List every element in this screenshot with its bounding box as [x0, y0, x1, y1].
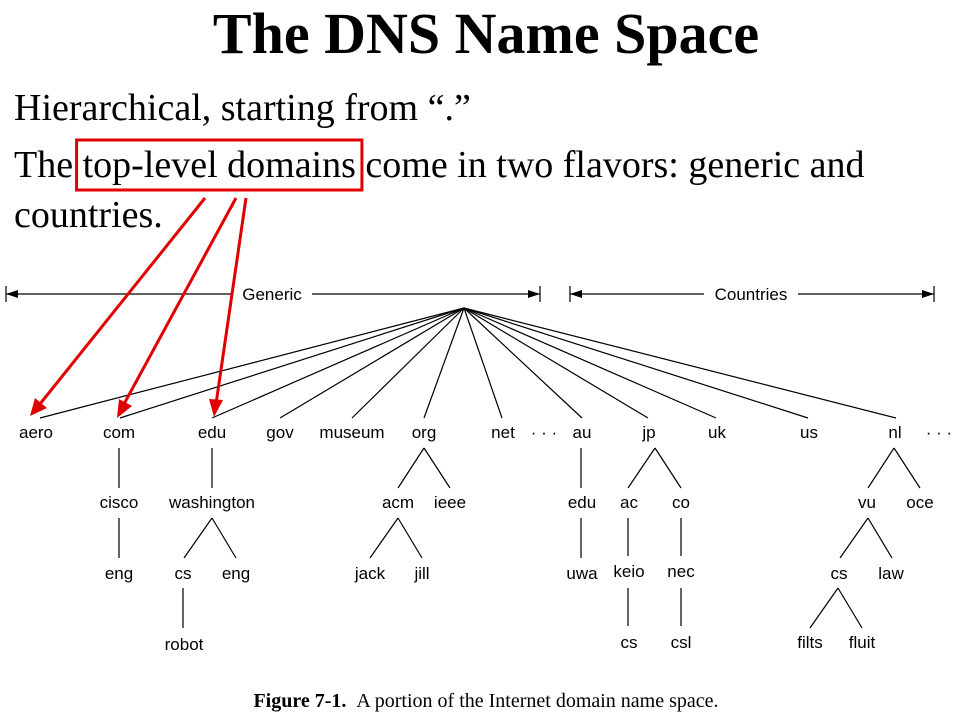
- group-label-generic: Generic: [242, 285, 302, 304]
- node-washington: washington: [168, 493, 255, 512]
- tree-nodes: aero com edu gov museum org net · · · au…: [19, 423, 952, 654]
- edge-vu-cs: [839, 517, 869, 559]
- edge-root-au: [463, 307, 583, 419]
- node-eng-com: eng: [105, 564, 133, 583]
- node-cs-jp: cs: [621, 633, 638, 652]
- node-nec: nec: [667, 562, 695, 581]
- countries-arrow-right: [922, 290, 934, 298]
- edge-root-org: [423, 307, 465, 419]
- generic-arrow-right: [528, 290, 540, 298]
- node-cisco: cisco: [100, 493, 139, 512]
- node-acm: acm: [382, 493, 414, 512]
- group-label-countries: Countries: [715, 285, 788, 304]
- edge-org-acm: [397, 447, 425, 489]
- node-aero: aero: [19, 423, 53, 442]
- node-gov: gov: [266, 423, 294, 442]
- ellipsis-generic: · · ·: [531, 423, 557, 442]
- edge-washington-eng: [211, 517, 237, 559]
- node-edu-au: edu: [568, 493, 596, 512]
- arrowhead-aero: [30, 398, 47, 416]
- edge-root-nl: [463, 307, 897, 419]
- node-law: law: [878, 564, 904, 583]
- edge-root-edu: [211, 307, 465, 419]
- node-uk: uk: [708, 423, 726, 442]
- edge-root-aero: [39, 307, 465, 419]
- node-uwa: uwa: [566, 564, 598, 583]
- edge-nl-oce: [893, 447, 921, 489]
- arrowhead-com: [117, 399, 132, 418]
- bullet-text-before: The: [14, 144, 74, 186]
- edge-jp-co: [654, 447, 682, 489]
- edge-cs-filts: [809, 587, 839, 629]
- ellipsis-countries: · · ·: [926, 423, 952, 442]
- arrow-to-com: [122, 197, 238, 405]
- bullet-hierarchical: Hierarchical, starting from “.”: [14, 87, 471, 129]
- figure-label: Figure 7-1.: [253, 690, 347, 712]
- node-org: org: [412, 423, 437, 442]
- node-net: net: [491, 423, 515, 442]
- edge-root-jp: [463, 307, 649, 419]
- edge-acm-jack: [369, 517, 399, 559]
- figure-caption-text: A portion of the Internet domain name sp…: [356, 690, 719, 712]
- edge-root-uk: [463, 307, 717, 419]
- arrow-to-edu: [214, 197, 248, 405]
- node-nl: nl: [888, 423, 901, 442]
- node-jack: jack: [354, 564, 386, 583]
- arrowhead-edu: [209, 399, 223, 417]
- tree-edges: [5, 286, 935, 629]
- edge-root-com: [119, 307, 465, 419]
- bullet-text-after: come in two flavors: generic and: [365, 144, 865, 186]
- highlighted-term-top-level-domains: top-level domains: [82, 144, 356, 186]
- edge-jp-ac: [627, 447, 656, 489]
- node-jp: jp: [641, 423, 655, 442]
- arrow-to-aero: [38, 197, 207, 405]
- edge-washington-cs: [183, 517, 213, 559]
- bullet-countries-continuation: countries.: [14, 194, 163, 236]
- edge-root-gov: [279, 307, 465, 419]
- bullet-top-level-domains: The top-level domains come in two flavor…: [14, 143, 865, 187]
- node-eng-edu: eng: [222, 564, 250, 583]
- node-oce: oce: [906, 493, 933, 512]
- node-museum: museum: [319, 423, 384, 442]
- node-vu: vu: [858, 493, 876, 512]
- generic-arrow-left: [6, 290, 18, 298]
- edge-org-ieee: [423, 447, 451, 489]
- edge-root-net: [463, 307, 503, 419]
- edge-cs-fluit: [837, 587, 863, 629]
- node-edu: edu: [198, 423, 226, 442]
- node-csl: csl: [671, 633, 692, 652]
- edge-vu-law: [867, 517, 893, 559]
- node-co: co: [672, 493, 690, 512]
- edge-acm-jill: [397, 517, 423, 559]
- red-annotations: [30, 138, 364, 418]
- node-ac: ac: [620, 493, 638, 512]
- node-ieee: ieee: [434, 493, 466, 512]
- node-us: us: [800, 423, 818, 442]
- red-arrowheads: [30, 398, 223, 418]
- node-jill: jill: [413, 564, 429, 583]
- node-au: au: [573, 423, 592, 442]
- node-cs-edu: cs: [175, 564, 192, 583]
- edge-root-museum: [351, 307, 465, 419]
- node-keio: keio: [613, 562, 644, 581]
- countries-arrow-left: [570, 290, 582, 298]
- red-arrows: [38, 197, 248, 405]
- highlight-box: [75, 138, 364, 192]
- node-fluit: fluit: [849, 633, 876, 652]
- figure-caption: Figure 7-1. A portion of the Internet do…: [0, 688, 972, 714]
- node-filts: filts: [797, 633, 823, 652]
- edge-root-us: [463, 307, 809, 419]
- edge-nl-vu: [867, 447, 895, 489]
- slide-title: The DNS Name Space: [212, 1, 760, 66]
- node-robot: robot: [165, 635, 204, 654]
- node-cs-nl: cs: [831, 564, 848, 583]
- bracket-arrowheads: [6, 290, 934, 298]
- node-com: com: [103, 423, 135, 442]
